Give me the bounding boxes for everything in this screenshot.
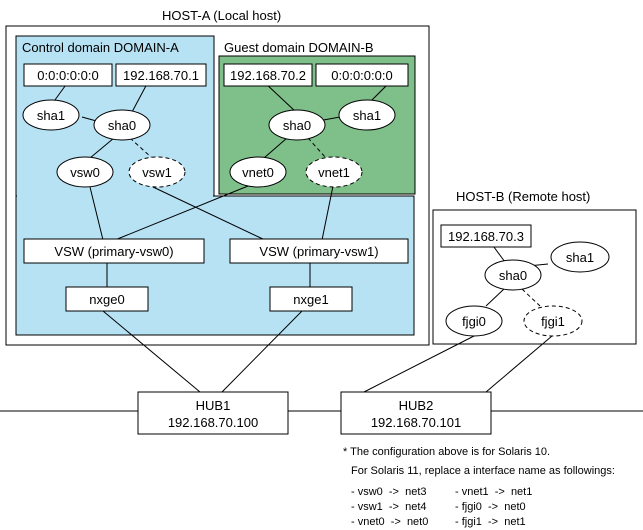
guest-vnet0-label: vnet0: [242, 165, 274, 180]
guest-sha1-node: [338, 99, 396, 131]
guest-vnet1-label: vnet1: [318, 165, 350, 180]
ctrl-vsw1-label: vsw1: [142, 165, 172, 180]
guest-vnet0-node: [229, 156, 287, 188]
guest-sha1-label: sha1: [353, 108, 381, 123]
ctrl-sha0-label: sha0: [108, 118, 136, 133]
addr-hostb-sha0: 192.168.70.3: [448, 229, 524, 244]
guest-sha0-label: sha0: [283, 118, 311, 133]
hostb-sha0-node: [484, 259, 542, 291]
hostb-fjgi1-node: [523, 305, 583, 337]
hostb-fjgi0-label: fjgi0: [462, 314, 486, 329]
vsw-primary0-label: VSW (primary-vsw0): [54, 244, 173, 259]
hostb-fjgi0-node: [445, 305, 503, 337]
addr-ctrl-sha1: 0:0:0:0:0:0: [37, 68, 98, 83]
note-map-1-to: - fjgi0 -> net0: [455, 501, 526, 513]
addr-box-guest-sha1: [315, 63, 409, 87]
control-domain-title: Control domain DOMAIN-A: [22, 40, 179, 55]
control-domain-extension: [15, 195, 415, 336]
note-map-2-to: - fjgi1 -> net1: [455, 516, 526, 528]
hostb-sha1-label: sha1: [566, 250, 594, 265]
hub2-name: HUB2: [399, 398, 434, 413]
note-line1: * The configuration above is for Solaris…: [343, 446, 551, 458]
control-domain-fill-patch: [17, 194, 213, 198]
ctrl-vsw1-node: [128, 156, 186, 188]
note-map-1-from: - vsw1 -> net4: [351, 501, 427, 513]
addr-box-hostb-sha0: [440, 224, 532, 248]
addr-guest-sha1: 0:0:0:0:0:0: [331, 68, 392, 83]
host-b-links: [363, 238, 553, 393]
ctrl-sha0-node: [93, 109, 151, 141]
ctrl-sha1-node: [22, 99, 80, 131]
ctrl-sha1-label: sha1: [37, 108, 65, 123]
guest-domain-title: Guest domain DOMAIN-B: [224, 40, 374, 55]
hub2-box: [340, 391, 492, 435]
note-map-2-from: - vnet0 -> net0: [351, 516, 429, 528]
hub1-box: [137, 391, 289, 435]
vsw-primary1-label: VSW (primary-vsw1): [259, 244, 378, 259]
hostb-fjgi1-label: fjgi1: [541, 314, 565, 329]
hostb-sha0-label: sha0: [499, 268, 527, 283]
guest-sha0-node: [268, 109, 326, 141]
ctrl-vsw0-node: [56, 156, 114, 188]
ctrl-vsw0-label: vsw0: [70, 165, 100, 180]
addr-guest-sha0: 192.168.70.2: [230, 68, 306, 83]
note-map-0-from: - vsw0 -> net3: [351, 486, 427, 498]
guest-vnet1-node: [305, 156, 363, 188]
hostb-sha1-node: [550, 241, 610, 273]
host-b-title: HOST-B (Remote host): [456, 189, 590, 204]
nxge0-box: [65, 286, 149, 312]
addr-ctrl-sha0: 192.168.70.1: [123, 68, 199, 83]
nxge0-label: nxge0: [89, 292, 124, 307]
note-map-0-to: - vnet1 -> net1: [455, 486, 533, 498]
nxge1-box: [269, 286, 353, 312]
host-a-title: HOST-A (Local host): [162, 8, 281, 23]
addr-box-ctrl-sha1: [23, 63, 113, 87]
addr-box-ctrl-sha0: [115, 63, 207, 87]
vsw-primary0-box: [23, 238, 205, 264]
hub2-addr: 192.168.70.101: [371, 415, 461, 430]
vsw-primary1-box: [229, 238, 409, 264]
nxge1-label: nxge1: [293, 292, 328, 307]
hub1-addr: 192.168.70.100: [168, 415, 258, 430]
addr-box-guest-sha0: [223, 63, 313, 87]
hub1-name: HUB1: [196, 398, 231, 413]
note-line2: For Solaris 11, replace a interface name…: [351, 465, 615, 477]
